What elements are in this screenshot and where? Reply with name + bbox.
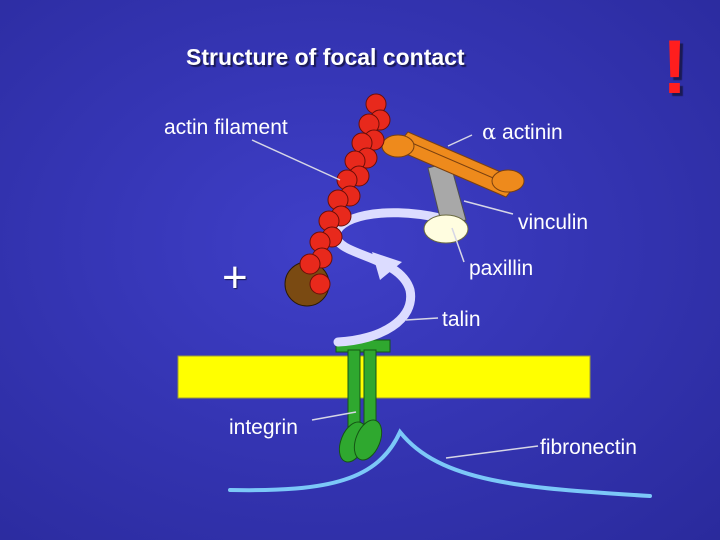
leader-line-paxillin (451, 227, 465, 263)
alpha-symbol: α (482, 120, 497, 144)
paxillin-shape (423, 214, 469, 244)
actin-filament-shape (299, 93, 391, 295)
label-alpha-actinin: α actinin (482, 120, 563, 144)
leader-line-integrin (311, 411, 357, 421)
leader-line-vinculin (463, 200, 514, 215)
actinin-shape (381, 131, 525, 198)
label-talin: talin (442, 308, 481, 331)
label-paxillin: paxillin (469, 257, 534, 280)
fibronectin-curve (228, 428, 652, 498)
plus-end-marker: + (222, 253, 248, 302)
leader-line-actin (251, 139, 341, 181)
leader-line-talin (405, 317, 439, 321)
leader-line-actinin (447, 134, 473, 147)
slide-title: Structure of focal contact (186, 44, 465, 70)
exclamation-icon: ! (662, 25, 688, 110)
label-vinculin: vinculin (518, 211, 589, 234)
talin-arrowhead (372, 252, 402, 280)
label-fibronectin: fibronectin (540, 436, 637, 459)
cell-membrane (177, 355, 591, 399)
label-actinin-text: actinin (502, 121, 563, 144)
talin-shape (331, 208, 445, 347)
integrin-shape (335, 339, 391, 463)
label-integrin: integrin (229, 416, 298, 439)
leader-line-fibronectin (445, 445, 539, 459)
label-actin-filament: actin filament (164, 116, 288, 139)
